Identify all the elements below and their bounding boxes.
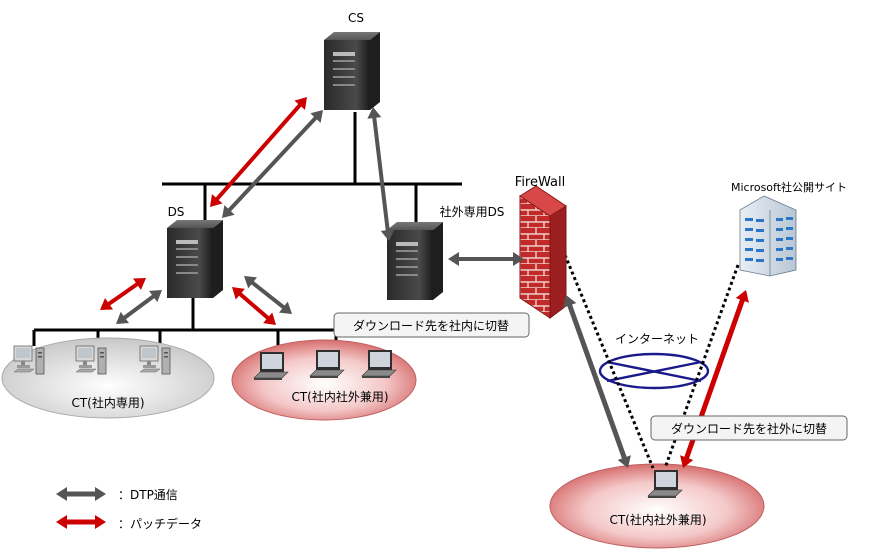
ds-server-icon xyxy=(167,220,223,298)
legend-dtp-label: ：DTP通信 xyxy=(118,488,178,502)
legend-patch-arrow xyxy=(56,515,106,529)
internet-routes xyxy=(563,254,740,469)
legend-dtp-arrow xyxy=(56,487,106,501)
external-ds-label: 社外専用DS xyxy=(440,204,505,219)
patch-arrow xyxy=(210,97,307,207)
dtp-arrow xyxy=(448,252,524,266)
group-internal-external-label: CT(社内社外兼用) xyxy=(291,389,388,404)
group-remote-label: CT(社内社外兼用) xyxy=(609,512,706,527)
desktop-pc-icon xyxy=(13,345,45,375)
internet-cloud xyxy=(598,352,710,390)
desktop-pc-icon xyxy=(139,345,171,375)
legend-patch-label: ：パッチデータ xyxy=(118,516,202,531)
group-internal-label: CT(社内専用) xyxy=(71,395,144,410)
dtp-arrow xyxy=(116,290,162,324)
dtp-arrow xyxy=(563,295,631,468)
ds-label: DS xyxy=(168,205,185,219)
firewall-label: FireWall xyxy=(515,175,565,190)
legend xyxy=(56,487,106,529)
group-internal-ellipse xyxy=(1,337,215,419)
group-remote-ellipse xyxy=(549,463,765,549)
external-ds-server-icon xyxy=(387,222,443,300)
callout-switch-internal-text: ダウンロード先を社内に切替 xyxy=(353,318,509,333)
internet-label: インターネット xyxy=(615,332,699,346)
patch-arrow xyxy=(232,287,276,325)
building-icon xyxy=(739,195,797,277)
callout-switch-internal: ダウンロード先を社内に切替 xyxy=(333,312,530,338)
dtp-arrow xyxy=(367,107,395,241)
arrows xyxy=(100,97,749,468)
dtp-arrow xyxy=(222,110,323,218)
microsoft-site-label: Microsoft社公開サイト xyxy=(731,180,847,194)
dtp-arrow xyxy=(244,276,292,314)
desktop-pc-icon xyxy=(75,345,107,375)
callout-switch-external-text: ダウンロード先を社外に切替 xyxy=(671,421,827,436)
firewall-icon xyxy=(519,185,567,319)
cs-label: CS xyxy=(348,11,364,25)
cs-server-icon xyxy=(324,32,380,110)
patch-arrow xyxy=(100,278,146,310)
callout-switch-external: ダウンロード先を社外に切替 xyxy=(650,415,848,441)
